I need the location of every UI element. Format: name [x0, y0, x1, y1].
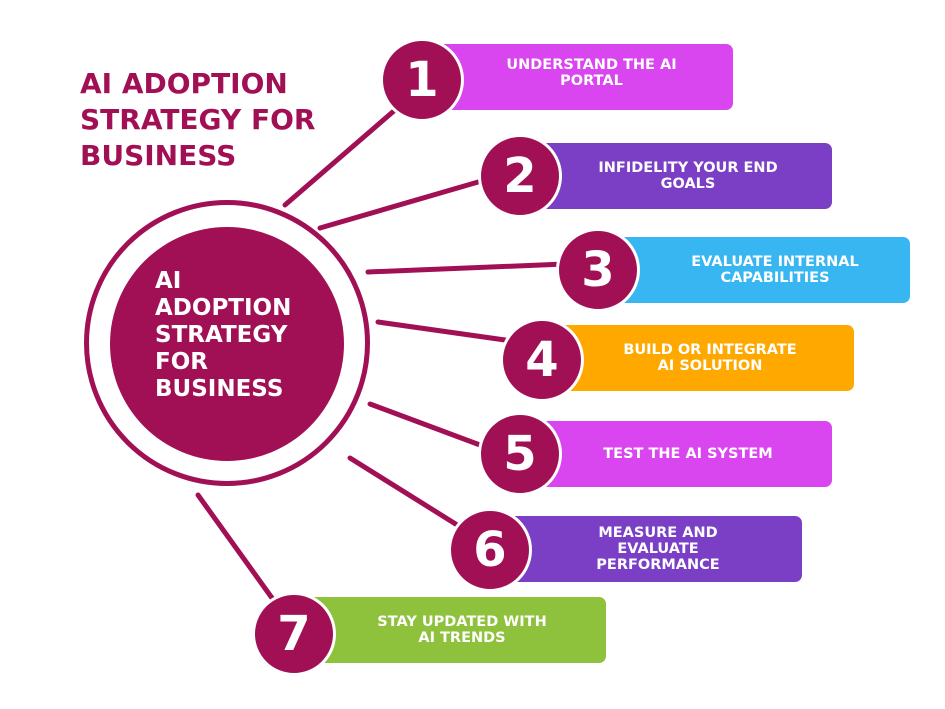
- step-5-badge: 5: [478, 412, 562, 496]
- connector-line-6: [347, 455, 465, 531]
- step-5-bar: TEST THE AI SYSTEM: [522, 421, 832, 487]
- step-4-bar: BUILD OR INTEGRATE AI SOLUTION: [544, 325, 854, 391]
- step-6-badge: 6: [448, 508, 532, 592]
- step-2-badge: 2: [478, 134, 562, 218]
- step-4-badge: 4: [500, 318, 584, 402]
- connector-line-5: [367, 401, 491, 451]
- step-1-badge: 1: [380, 38, 464, 122]
- step-3-badge: 3: [556, 228, 640, 312]
- connector-line-1: [282, 107, 398, 208]
- connector-line-2: [317, 177, 488, 231]
- step-3-bar: EVALUATE INTERNAL CAPABILITIES: [600, 237, 910, 303]
- connector-line-4: [375, 319, 515, 344]
- connector-line-3: [365, 261, 568, 275]
- hub-label: AI ADOPTION STRATEGY FOR BUSINESS: [155, 268, 292, 402]
- step-2-bar: INFIDELITY YOUR END GOALS: [522, 143, 832, 209]
- step-7-badge: 7: [252, 592, 336, 676]
- step-6-bar: MEASURE AND EVALUATE PERFORMANCE: [492, 516, 802, 582]
- hub-circle: [110, 227, 344, 461]
- page-title: AI ADOPTION STRATEGY FOR BUSINESS: [80, 67, 316, 172]
- step-7-bar: STAY UPDATED WITH AI TRENDS: [296, 597, 606, 663]
- connector-line-7: [195, 492, 275, 601]
- step-1-bar: UNDERSTAND THE AI PORTAL: [428, 44, 733, 110]
